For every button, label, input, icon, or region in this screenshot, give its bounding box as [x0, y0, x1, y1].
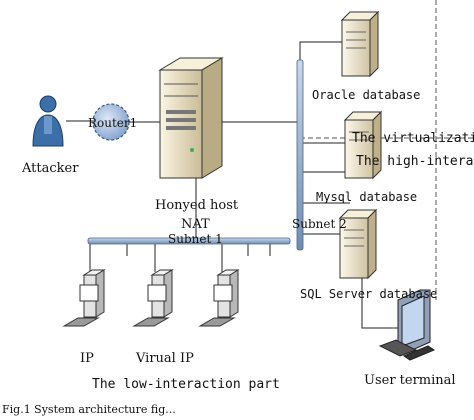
connection-lines	[66, 41, 400, 329]
low-interaction-label: The low-interaction part	[92, 377, 280, 392]
user-terminal-icon	[378, 289, 436, 361]
figure-caption: Fig.1 System architecture fig...	[2, 403, 176, 416]
router-icon	[92, 103, 130, 141]
dashed-separators	[300, 0, 474, 300]
ip-label: IP	[80, 351, 94, 366]
virtualization-label: The virtualization p	[352, 131, 474, 146]
router-label: Router1	[88, 116, 137, 130]
attacker-icon	[32, 95, 64, 147]
high-interaction-label: The high-interactio	[356, 154, 474, 169]
subnet2-label: Subnet 2	[292, 217, 347, 231]
oracle-label: Oracle database	[312, 88, 420, 102]
server-icon	[158, 57, 224, 179]
mysql-label: Mysql database	[316, 190, 417, 204]
virtual-ip-label: Virual IP	[135, 351, 194, 366]
subnet1-bus	[87, 237, 291, 245]
workstation-icon-1	[62, 269, 106, 327]
user-terminal-label: User terminal	[364, 373, 456, 388]
database-sqlserver-icon	[338, 208, 378, 280]
subnet1-label: Subnet 1	[168, 232, 223, 246]
workstation-icon-3	[198, 269, 240, 327]
sqlserver-label: SQL Server database	[300, 287, 437, 301]
nat-label: NAT	[181, 217, 210, 232]
database-oracle-icon	[340, 10, 380, 78]
workstation-icon-2	[132, 269, 174, 327]
honeyed-host-label: Honyed host	[155, 198, 239, 213]
attacker-label: Attacker	[21, 161, 79, 176]
subnet2-bus	[296, 59, 304, 251]
database-mysql-icon	[343, 110, 383, 180]
